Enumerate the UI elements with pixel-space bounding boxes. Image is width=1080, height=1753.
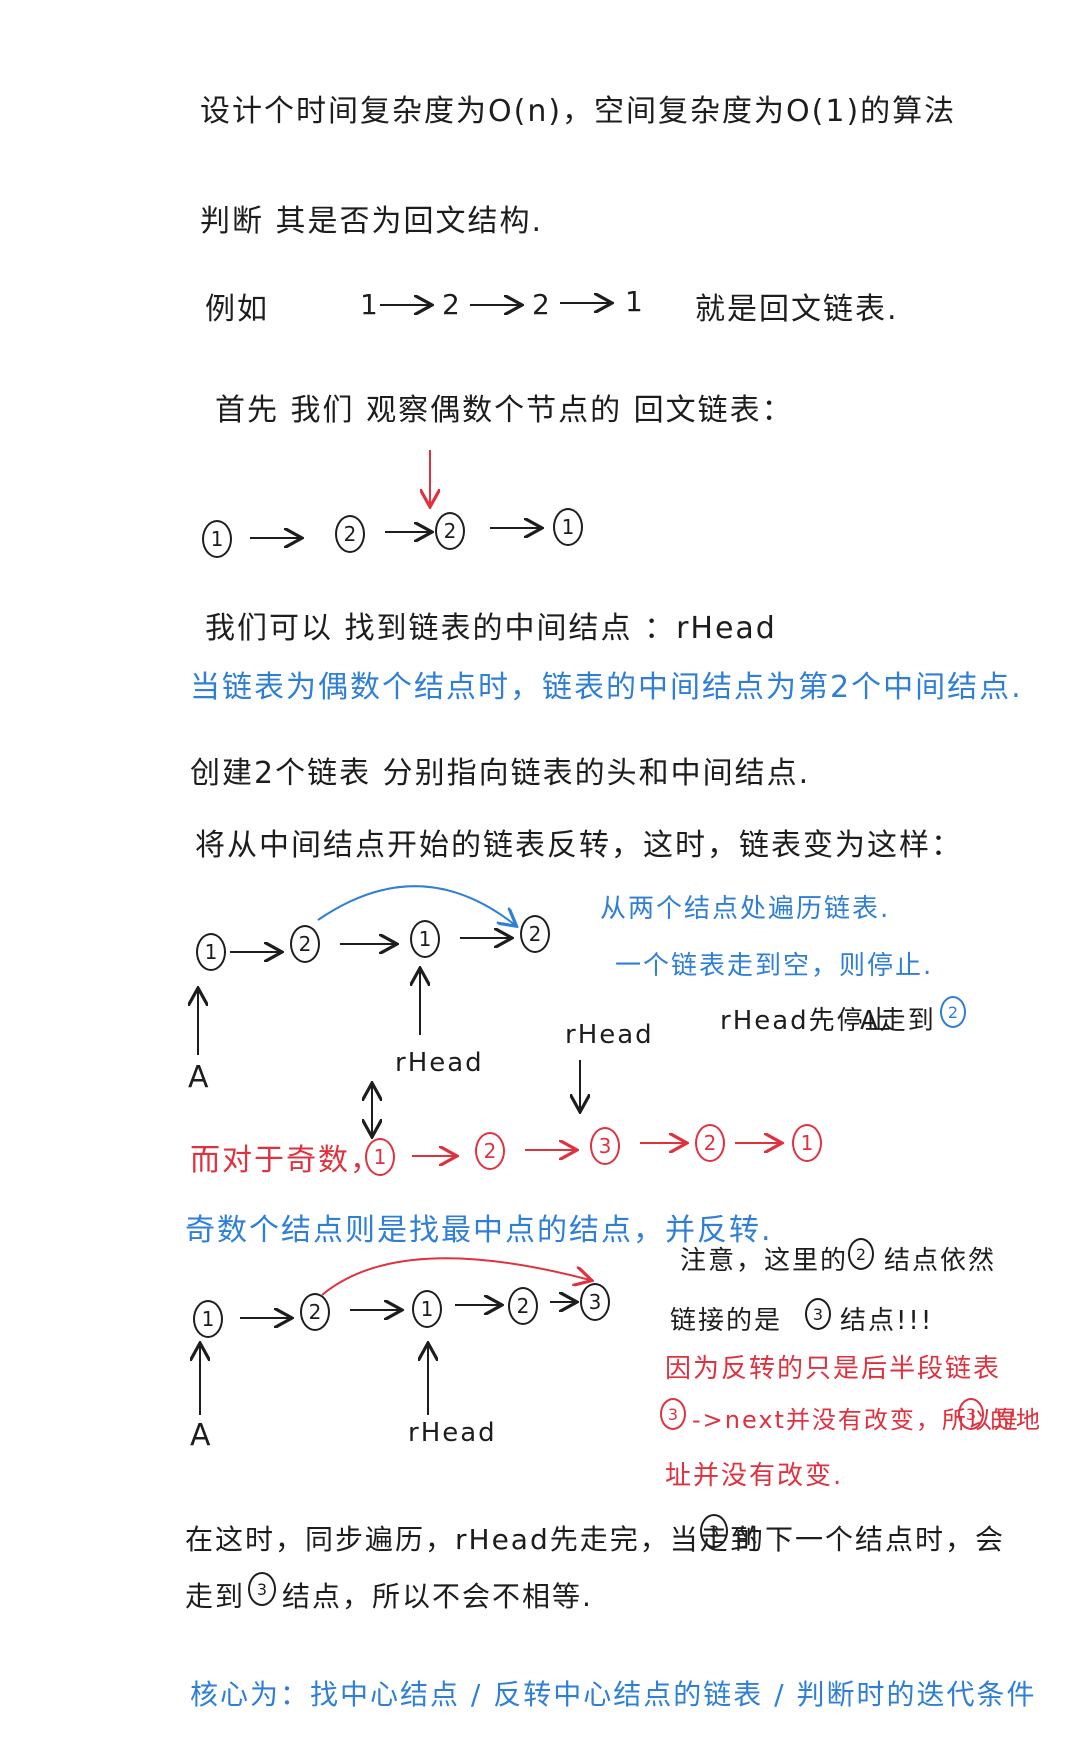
observe-line: 首先 我们 观察偶数个节点的 回文链表：	[215, 393, 794, 428]
sync-line-2b: 结点，所以不会不相等.	[282, 1580, 593, 1613]
diagram4-node-2: 2	[300, 1293, 330, 1331]
diagram3-arrows	[412, 1143, 780, 1156]
sync-node: 3	[700, 1514, 728, 1548]
diagram1-node-3: 2	[435, 512, 465, 550]
diagram4-node-4: 2	[508, 1287, 538, 1325]
diagram2-node-2: 2	[290, 925, 320, 963]
diagram3-node-3: 3	[590, 1127, 620, 1165]
note-line-2b: 结点!!!	[840, 1306, 934, 1336]
a-reach-note: A走到	[860, 1006, 936, 1036]
blue-note-1: 从两个结点处遍历链表.	[600, 894, 891, 924]
diagram1-node-1: 1	[202, 520, 232, 558]
diagram2-node-3: 1	[410, 920, 440, 958]
diagram4-label-a: A	[190, 1418, 213, 1453]
find-middle-line: 我们可以 找到链表的中间结点 ：rHead	[205, 611, 777, 646]
even-note-line: 当链表为偶数个结点时，链表的中间结点为第2个中间结点.	[190, 670, 1023, 705]
diagram2-node-4: 2	[520, 915, 550, 953]
red-note-node-a: 3	[660, 1398, 686, 1430]
diagram3-node-4: 2	[695, 1124, 725, 1162]
diagram2-label-rhead: rHead	[395, 1048, 484, 1078]
sync-line-2a: 走到	[185, 1580, 246, 1613]
note-node-1: 2	[848, 1238, 874, 1270]
example-value-1: 1	[360, 288, 378, 321]
example-conclusion: 就是回文链表.	[695, 292, 899, 327]
example-value-2: 2	[442, 288, 460, 321]
problem-line: 设计个时间复杂度为O(n)，空间复杂度为O(1)的算法	[200, 94, 957, 129]
sync-line-2-node: 3	[248, 1572, 276, 1606]
diagram4-node-3: 1	[412, 1290, 442, 1328]
sync-line-1a: 在这时，同步遍历，rHead先走完，当走到	[185, 1523, 760, 1556]
a-reach-node: 2	[940, 996, 966, 1028]
red-note-node-b: 3	[958, 1398, 984, 1430]
task-line: 判断 其是否为回文结构.	[200, 204, 544, 239]
odd-note-line: 奇数个结点则是找最中点的结点，并反转.	[185, 1213, 773, 1248]
diagram1-node-2: 2	[335, 515, 365, 553]
diagram1-arrows	[250, 528, 540, 538]
diagram4-node-5: 3	[580, 1283, 610, 1321]
example-value-4: 1	[625, 285, 643, 318]
create-lists-line: 创建2个链表 分别指向链表的头和中间结点.	[190, 756, 811, 791]
note-line-1a: 注意，这里的	[680, 1246, 849, 1276]
diagram3-node-1: 1	[365, 1138, 395, 1176]
example-arrows	[380, 303, 610, 305]
example-value-3: 2	[532, 288, 550, 321]
diagram3-node-2: 2	[475, 1132, 505, 1170]
red-note-1: 因为反转的只是后半段链表	[665, 1354, 1002, 1384]
rhead-stop-note: rHead先停止	[720, 1006, 893, 1036]
sync-line-1b: 的下一个结点时，会	[735, 1523, 1006, 1556]
example-label: 例如	[205, 292, 269, 327]
diagram4-node-1: 1	[193, 1300, 223, 1338]
diagram2-label-a: A	[188, 1060, 211, 1095]
diagram4-red-curve	[321, 1257, 590, 1296]
diagram2-blue-curve	[317, 885, 515, 925]
blue-note-2: 一个链表走到空，则停止.	[615, 951, 934, 981]
diagram2-label-rhead-top: rHead	[565, 1020, 654, 1050]
red-note-2b: 的地	[990, 1406, 1042, 1434]
red-note-3: 址并没有改变.	[665, 1461, 844, 1491]
reverse-line: 将从中间结点开始的链表反转，这时，链表变为这样：	[195, 828, 963, 863]
diagram2-node-1: 1	[196, 933, 226, 971]
note-line-2a: 链接的是	[670, 1306, 783, 1336]
diagram1-node-4: 1	[553, 508, 583, 546]
diagram4-arrows	[200, 1302, 575, 1415]
odd-label: 而对于奇数，	[190, 1143, 382, 1178]
diagram4-label-rhead: rHead	[408, 1418, 497, 1448]
note-node-2: 3	[805, 1298, 831, 1330]
diagram3-node-5: 1	[792, 1124, 822, 1162]
core-summary-line: 核心为：找中心结点 / 反转中心结点的链表 / 判断时的迭代条件	[190, 1678, 1037, 1711]
note-line-1b: 结点依然	[884, 1246, 997, 1276]
diagram2-arrows	[198, 938, 580, 1110]
